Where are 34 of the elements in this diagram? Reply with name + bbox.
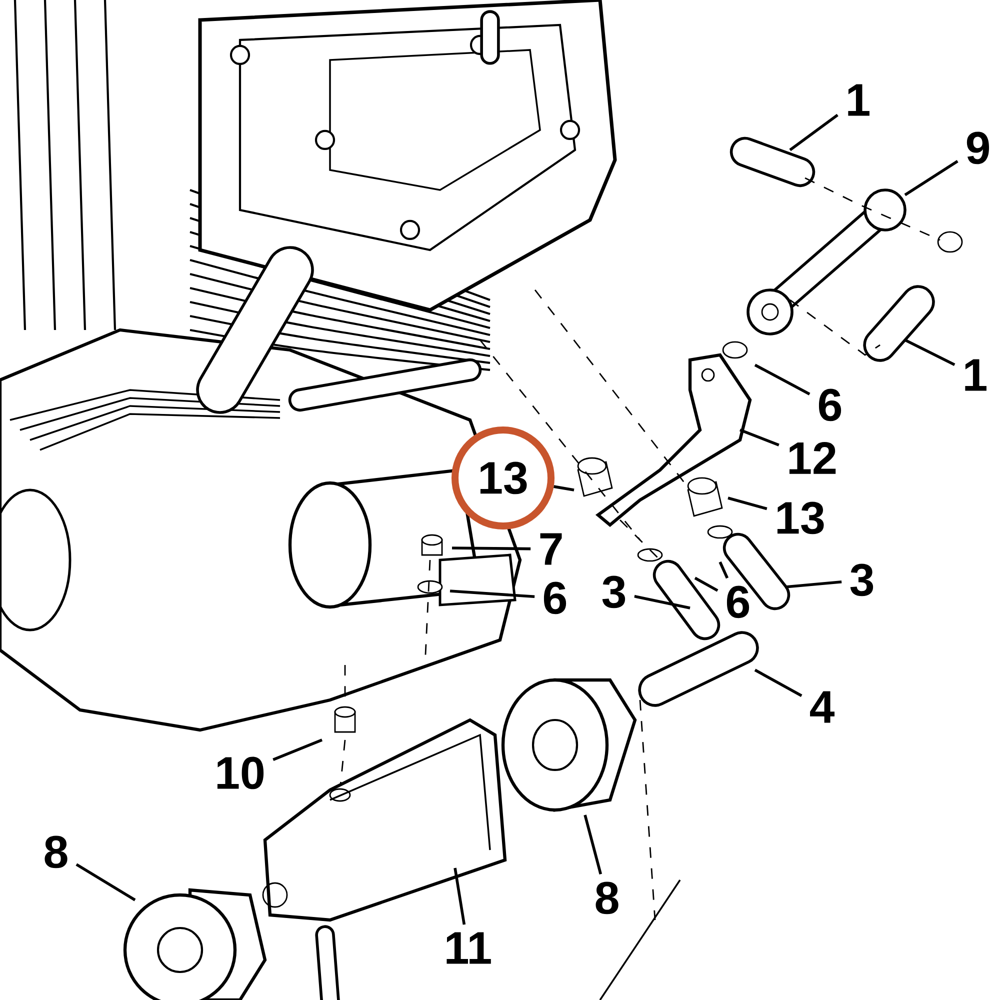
- leader-line: [754, 364, 810, 396]
- callout-number: 10: [217, 756, 264, 790]
- leader-line: [754, 668, 802, 697]
- leader-line: [634, 594, 690, 610]
- leader-line: [740, 428, 780, 446]
- leader-line: [694, 576, 718, 592]
- callout-number: 8: [596, 882, 618, 914]
- leader-line: [554, 485, 574, 492]
- callout-number: 8: [44, 836, 68, 868]
- leader-line: [718, 561, 729, 579]
- leader-line: [272, 738, 323, 761]
- callout-number: 6: [726, 586, 750, 618]
- leader-line: [789, 114, 838, 152]
- callout-number: 1: [965, 359, 986, 391]
- callout-number: 6: [544, 582, 566, 614]
- callout-number: 1: [848, 84, 870, 116]
- callout-number: 3: [850, 564, 874, 596]
- callout-number: 4: [810, 691, 834, 723]
- callout-number: 3: [602, 576, 626, 608]
- leader-line: [454, 868, 466, 925]
- leader-line: [784, 580, 842, 588]
- leader-line: [904, 160, 958, 196]
- callout-number: 13: [777, 502, 824, 534]
- leader-line: [76, 863, 136, 902]
- callout-number: 12: [789, 442, 836, 474]
- callout-number: 11: [446, 932, 491, 964]
- leader-line: [452, 546, 531, 550]
- callout-number: 7: [540, 533, 562, 565]
- highlighted-callout-number: 13: [452, 426, 555, 530]
- callout-number: 9: [966, 132, 990, 164]
- leader-line: [584, 814, 602, 874]
- leader-line: [904, 338, 956, 366]
- callout-number: 6: [818, 388, 842, 422]
- leader-line: [728, 496, 768, 510]
